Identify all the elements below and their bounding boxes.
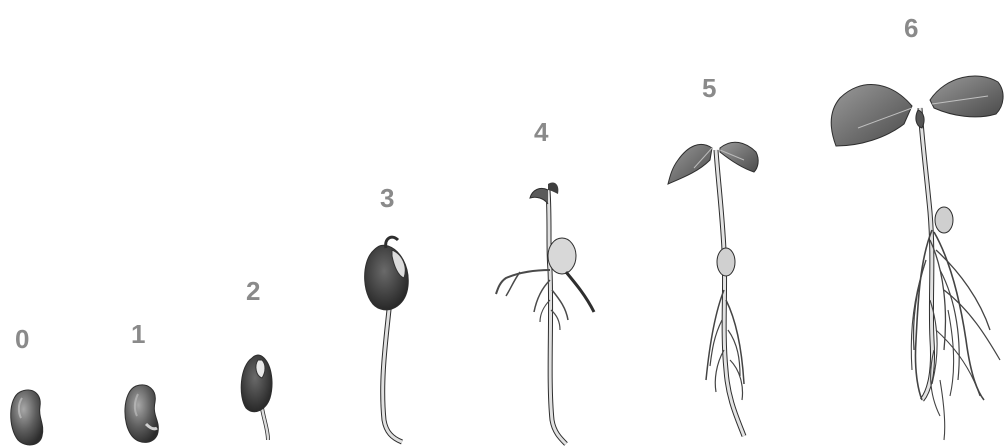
seedling-stage-6 — [831, 76, 1003, 440]
seed-stage-0 — [11, 390, 43, 445]
seedling-stage-2 — [241, 355, 272, 440]
seed-stage-1 — [125, 385, 158, 442]
seedling-stage-3 — [365, 237, 409, 442]
seedling-stage-5 — [668, 142, 758, 436]
seedling-stage-4 — [496, 182, 594, 444]
